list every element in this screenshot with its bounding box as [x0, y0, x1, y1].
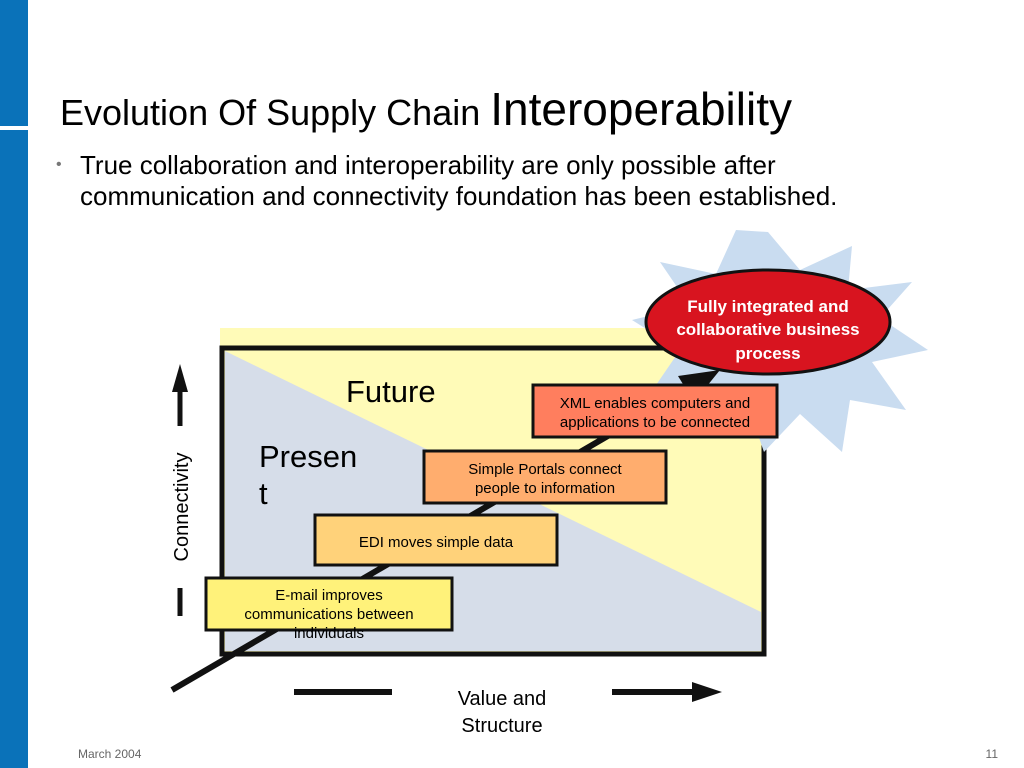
page-number: 11 — [985, 747, 998, 761]
step-box-portals — [422, 449, 668, 505]
step-box-email — [204, 576, 454, 632]
sidebar-notch — [0, 126, 28, 130]
y-axis-arrow-head — [172, 364, 188, 392]
step-portals-line-2: people to information — [475, 480, 615, 497]
step-box-xml — [531, 383, 779, 439]
bullet-item: • True collaboration and interoperabilit… — [56, 150, 956, 212]
goal-text-line-2: collaborative business — [676, 320, 859, 339]
diagram-frame-border — [219, 345, 767, 657]
step-portals-line-1: Simple Portals connect — [468, 461, 622, 478]
present-label-line-1: Presen — [259, 439, 357, 474]
x-axis-label-line-1: Value and — [458, 688, 547, 710]
step-email-line-1: E-mail improves — [275, 587, 383, 604]
slide-title: Evolution Of Supply Chain Interoperabili… — [60, 82, 792, 136]
goal-text-line-1: Fully integrated and — [687, 297, 849, 316]
y-axis-label: Connectivity — [171, 453, 193, 562]
x-axis-label-line-2: Structure — [461, 715, 542, 737]
bullet-text: True collaboration and interoperability … — [80, 150, 838, 211]
step-xml-line-1: XML enables computers and — [560, 395, 750, 412]
footer-date: March 2004 — [78, 747, 142, 761]
bullet-dot-icon: • — [56, 156, 62, 173]
step-box-edi — [313, 513, 559, 567]
future-label: Future — [346, 374, 436, 409]
title-part-1: Evolution Of Supply Chain — [60, 92, 491, 133]
goal-ellipse — [644, 268, 892, 376]
present-label-line-2: t — [259, 476, 268, 511]
step-email-line-2: communications between — [244, 606, 413, 623]
x-axis-arrow-head — [692, 682, 722, 702]
step-email-line-3: individuals — [294, 625, 364, 642]
title-part-2: Interoperability — [490, 83, 792, 135]
step-xml-line-2: applications to be connected — [560, 414, 750, 431]
step-edi-line-1: EDI moves simple data — [359, 534, 514, 551]
goal-text-line-3: process — [735, 344, 800, 363]
